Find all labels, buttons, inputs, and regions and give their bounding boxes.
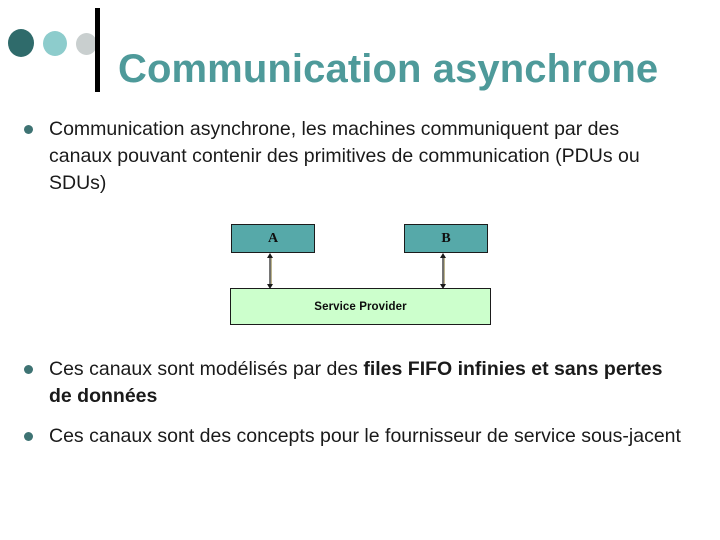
- diagram-node-b[interactable]: B: [404, 224, 488, 253]
- bullet-text-3: Ces canaux sont des concepts pour le fou…: [49, 423, 684, 450]
- diagram-node-a[interactable]: A: [231, 224, 315, 253]
- decorative-circle-gray-icon: [76, 33, 97, 55]
- bullet-2-segment-2-bold: files FIFO infinies et sans pertes de do…: [49, 358, 663, 407]
- service-provider-label: Service Provider: [314, 300, 407, 313]
- bullet-2-segment-1: Ces canaux sont modélisés par des: [49, 358, 364, 380]
- bullet-dot-icon: [24, 125, 33, 134]
- diagram-service-provider-box[interactable]: Service Provider: [230, 288, 491, 325]
- bullet-dot-icon: [24, 432, 33, 441]
- slide-title-bar: Communication asynchrone: [0, 0, 720, 100]
- bullet-item-2: Ces canaux sont modélisés par des files …: [24, 356, 684, 410]
- decorative-circle-light-icon: [43, 31, 67, 56]
- decorative-circle-dark-icon: [8, 29, 34, 57]
- title-divider: [95, 8, 100, 92]
- bullet-1-segment-1: Communication asynchrone, les machines c…: [49, 118, 640, 194]
- page-title: Communication asynchrone: [118, 46, 659, 91]
- link-arrow-b-to-provider[interactable]: [437, 252, 449, 290]
- bullet-item-3: Ces canaux sont des concepts pour le fou…: [24, 423, 684, 450]
- link-arrow-a-to-provider[interactable]: [264, 252, 276, 290]
- bullet-dot-icon: [24, 365, 33, 374]
- bullet-text-2: Ces canaux sont modélisés par des files …: [49, 356, 684, 410]
- bullet-3-segment-1: Ces canaux sont des concepts pour le fou…: [49, 425, 681, 447]
- node-b-label: B: [441, 230, 451, 246]
- node-a-label: A: [267, 230, 279, 246]
- bullet-text-1: Communication asynchrone, les machines c…: [49, 116, 684, 197]
- bullet-item-1: Communication asynchrone, les machines c…: [24, 116, 684, 197]
